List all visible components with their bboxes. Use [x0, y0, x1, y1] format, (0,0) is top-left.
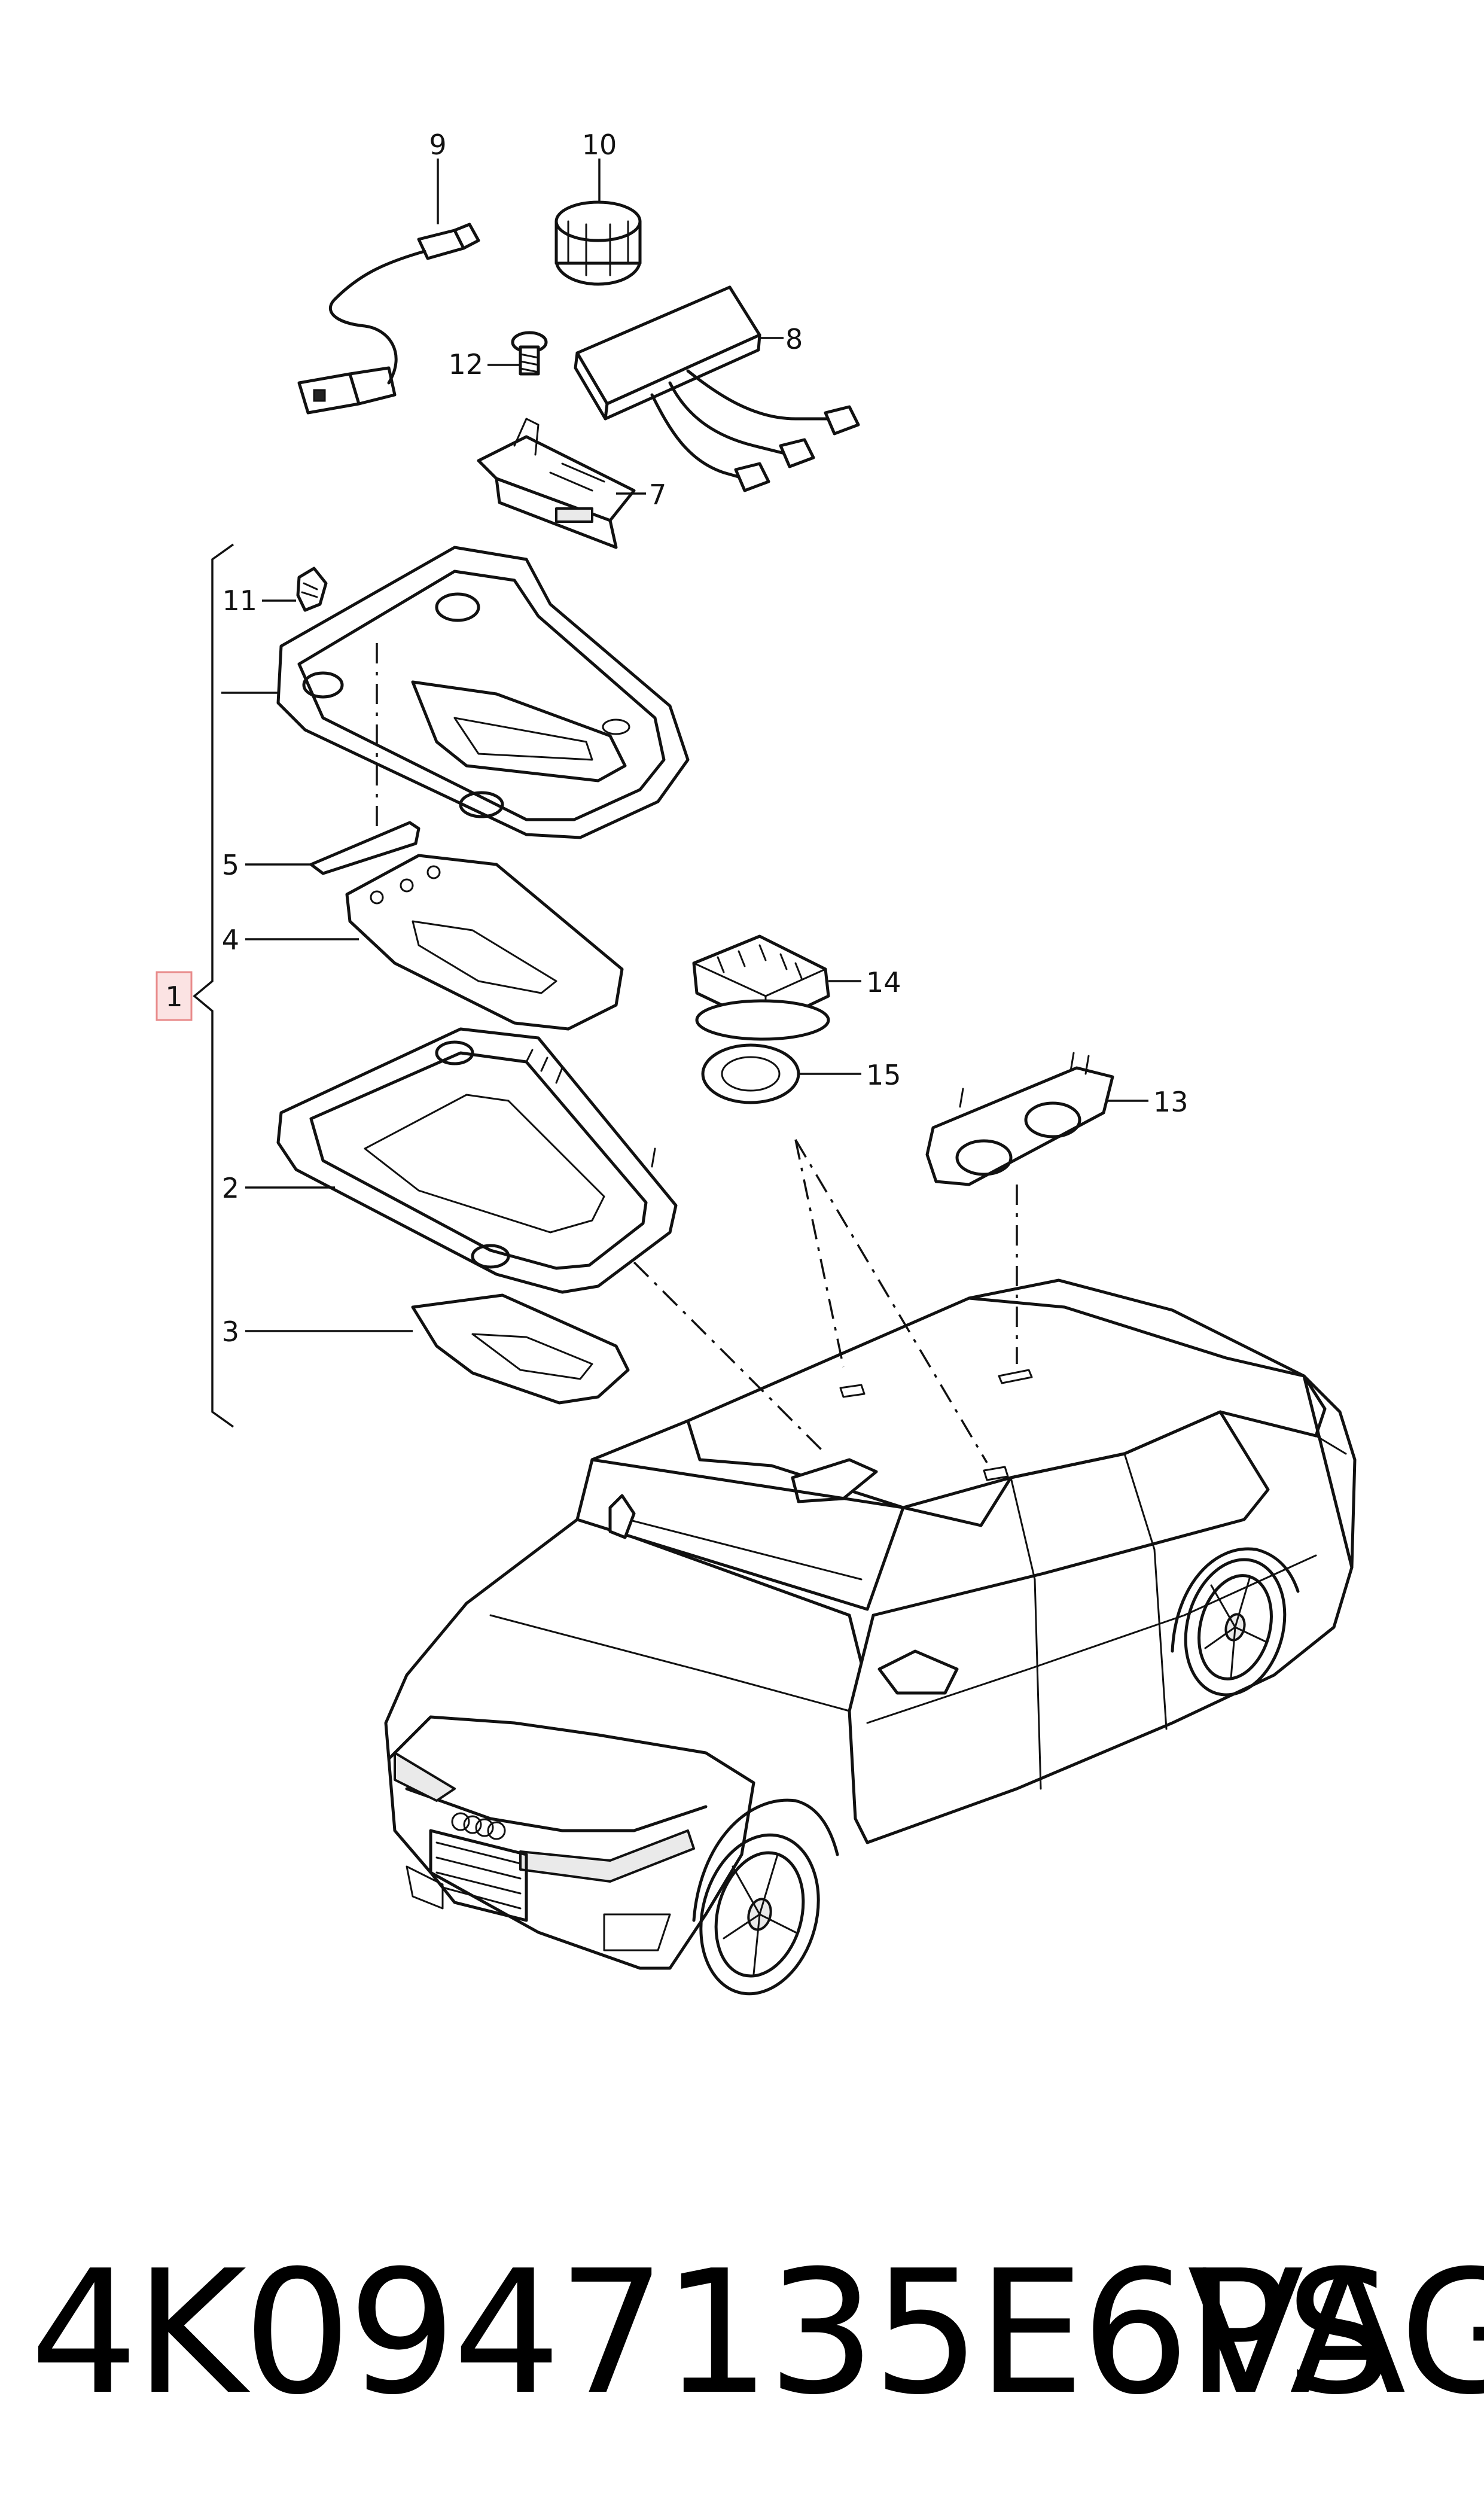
part-12-screw: [511, 331, 548, 376]
callout-1: 1: [165, 981, 182, 1013]
part-11-clip: [296, 567, 328, 612]
roof-marker-front: [791, 1458, 878, 1503]
brand-rings-logo: [451, 1812, 506, 1840]
callout-1-highlight: [156, 971, 193, 1021]
front-wheel: [699, 1833, 820, 1996]
car-outline: [384, 1278, 1357, 1996]
footer: 4K0947135E6PS VAG: [0, 2225, 1484, 2441]
callout-14: 14: [866, 966, 901, 998]
callout-13: 13: [1153, 1086, 1189, 1118]
callout-12: 12: [448, 348, 483, 380]
brand-name: VAG: [1187, 2234, 1484, 2432]
part-number: 4K0947135E6PS: [30, 2234, 1394, 2432]
rear-wheel: [1184, 1558, 1287, 1697]
part-14-connector: [692, 934, 830, 1041]
part-4-lens: [345, 854, 624, 1031]
part-7-housing: [477, 418, 636, 549]
part-15-ring: [701, 1043, 800, 1104]
callout-11: 11: [222, 584, 257, 617]
part-3-lens: [411, 1293, 630, 1405]
assembly-bracket: [193, 543, 234, 1428]
callout-2: 2: [222, 1172, 239, 1204]
callout-4: 4: [222, 924, 239, 956]
callout-15: 15: [866, 1059, 901, 1091]
callout-10: 10: [582, 129, 617, 161]
part-13-lamp: [925, 1052, 1114, 1186]
part-5-seal: [309, 821, 420, 875]
part-1-frame: [276, 546, 690, 839]
callout-8: 8: [785, 323, 803, 355]
callout-labels: 9 10 8 12 7 11 5 4 14 15 13 2 3 1: [156, 129, 1189, 1348]
part-10-socket: [554, 200, 642, 286]
part-9-wiring-harness: [297, 223, 480, 415]
part-2-bezel: [276, 1027, 678, 1294]
part-8-module: [574, 285, 860, 492]
callout-7: 7: [649, 479, 666, 511]
callout-5: 5: [222, 849, 239, 881]
callout-3: 3: [222, 1316, 239, 1348]
callout-9: 9: [429, 129, 446, 161]
